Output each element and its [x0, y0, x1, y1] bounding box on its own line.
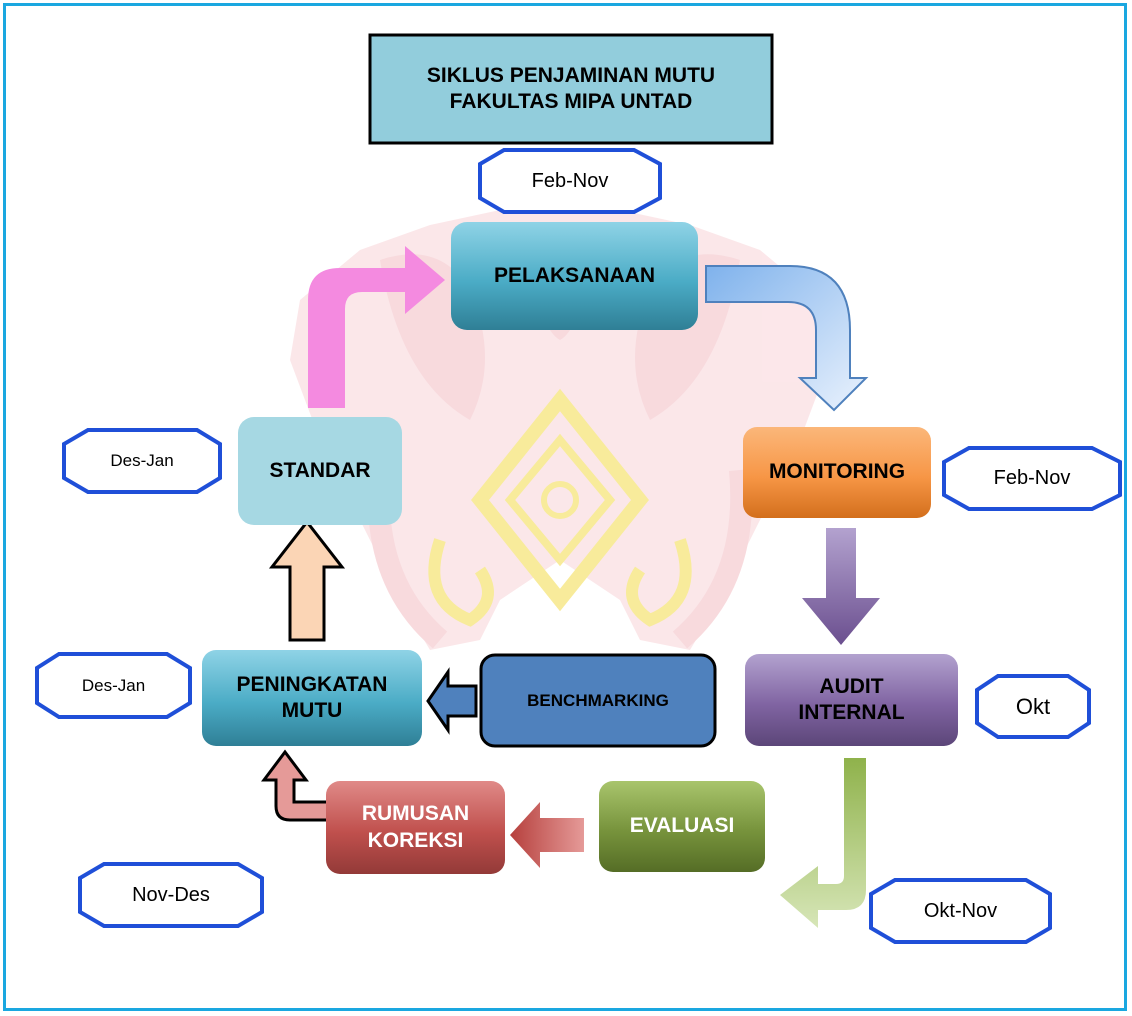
period-octagon-evaluasi [869, 878, 1052, 944]
step-box-evaluasi[interactable] [599, 781, 765, 872]
period-octagon-rumusan [78, 862, 264, 928]
step-box-peningkatan[interactable] [202, 650, 422, 746]
period-octagon-peningkatan [35, 652, 192, 719]
arrow-pelaksanaan-to-monitoring [705, 265, 869, 412]
step-box-benchmarking[interactable] [479, 653, 717, 748]
step-box-rumusan[interactable] [326, 781, 505, 874]
period-octagon-standar [62, 428, 222, 494]
step-box-monitoring[interactable] [743, 427, 931, 518]
diagram-frame [3, 3, 1127, 1011]
arrow-benchmarking-to-peningkatan [426, 667, 478, 735]
arrow-evaluasi-to-rumusan [510, 802, 584, 868]
period-octagon-audit [975, 674, 1091, 739]
title-box [368, 33, 774, 145]
arrow-monitoring-to-audit [802, 528, 880, 645]
step-box-audit[interactable] [745, 654, 958, 746]
arrow-standar-to-pelaksanaan [308, 246, 445, 408]
step-box-pelaksanaan[interactable] [451, 222, 698, 330]
arrow-rumusan-to-peningkatan [261, 749, 330, 822]
arrow-audit-to-evaluasi [780, 758, 866, 928]
period-octagon-pelaksanaan [478, 148, 662, 214]
step-box-standar[interactable] [238, 417, 402, 525]
period-octagon-monitoring [942, 446, 1122, 511]
arrow-peningkatan-to-standar [268, 519, 346, 642]
